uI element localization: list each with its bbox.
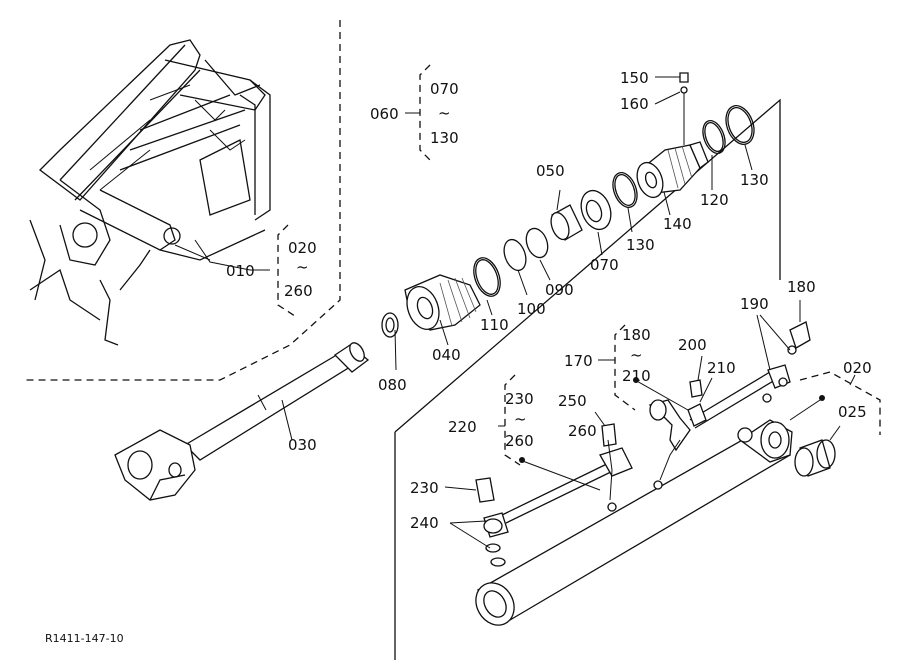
bolt-250 bbox=[601, 423, 617, 447]
label-220: 220 bbox=[448, 418, 477, 436]
label-025: 025 bbox=[838, 403, 867, 421]
dot-marker bbox=[519, 457, 525, 463]
label-260-range-end: 260 bbox=[284, 282, 313, 300]
seal-080 bbox=[381, 312, 399, 338]
label-020: 020 bbox=[843, 359, 872, 377]
label-130-right: 130 bbox=[740, 171, 769, 189]
label-170: 170 bbox=[564, 352, 593, 370]
label-100: 100 bbox=[517, 300, 546, 318]
range-mark-060: ~ bbox=[438, 104, 451, 122]
bracket-060 bbox=[419, 64, 431, 161]
label-230-range-start: 230 bbox=[505, 390, 534, 408]
ring-130 bbox=[612, 172, 638, 208]
piston-140 bbox=[636, 141, 709, 199]
label-260: 260 bbox=[568, 422, 597, 440]
set-screw-150 bbox=[679, 72, 689, 83]
label-020-range-start: 020 bbox=[288, 239, 317, 257]
dot-marker bbox=[819, 395, 825, 401]
label-120: 120 bbox=[700, 191, 729, 209]
label-260-range-end-220: 260 bbox=[505, 432, 534, 450]
label-150: 150 bbox=[620, 69, 649, 87]
range-mark-220: ~ bbox=[514, 410, 527, 428]
label-140: 140 bbox=[663, 215, 692, 233]
bushing-025 bbox=[794, 439, 836, 477]
label-050: 050 bbox=[536, 162, 565, 180]
range-mark-170: ~ bbox=[630, 346, 643, 364]
ring-120 bbox=[702, 120, 726, 154]
washer-210 bbox=[653, 480, 663, 490]
bracket-220 bbox=[504, 374, 521, 466]
label-130: 130 bbox=[626, 236, 655, 254]
fitting-180 bbox=[789, 321, 811, 349]
label-130-range-end: 130 bbox=[430, 129, 459, 147]
label-160: 160 bbox=[620, 95, 649, 113]
bushing-050 bbox=[550, 204, 583, 241]
leader-lines bbox=[194, 76, 856, 549]
piston-rod-030 bbox=[114, 342, 370, 501]
label-060: 060 bbox=[370, 105, 399, 123]
label-090: 090 bbox=[545, 281, 574, 299]
bracket-170 bbox=[614, 324, 636, 411]
drawing-reference-code: R1411-147-10 bbox=[45, 632, 124, 645]
pipe-220 bbox=[483, 447, 633, 567]
label-070: 070 bbox=[590, 256, 619, 274]
label-250: 250 bbox=[558, 392, 587, 410]
label-110: 110 bbox=[480, 316, 509, 334]
label-200: 200 bbox=[678, 336, 707, 354]
label-240: 240 bbox=[410, 514, 439, 532]
washer-190 bbox=[787, 345, 797, 355]
ring-130-right bbox=[725, 105, 755, 145]
ball-160 bbox=[680, 86, 688, 94]
label-030: 030 bbox=[288, 436, 317, 454]
bolt-200 bbox=[689, 379, 703, 398]
label-080: 080 bbox=[378, 376, 407, 394]
kit-box-top bbox=[394, 98, 781, 433]
frame-boundary-line bbox=[25, 20, 341, 381]
label-190: 190 bbox=[740, 295, 769, 313]
kit-box-right bbox=[799, 371, 881, 435]
label-070-range-start: 070 bbox=[430, 80, 459, 98]
label-180-range-start: 180 bbox=[622, 326, 651, 344]
washer-260 bbox=[607, 502, 617, 512]
label-210-range-end: 210 bbox=[622, 367, 651, 385]
head-gland-040 bbox=[404, 274, 481, 331]
pipe-170 bbox=[648, 364, 791, 452]
label-180: 180 bbox=[787, 278, 816, 296]
label-040: 040 bbox=[432, 346, 461, 364]
dot-marker bbox=[633, 377, 639, 383]
cylinder-tube-020 bbox=[475, 419, 793, 626]
o-ring-110 bbox=[473, 257, 501, 297]
bracket-020 bbox=[277, 224, 299, 319]
loader-frame-illustration bbox=[29, 39, 271, 346]
label-210: 210 bbox=[707, 359, 736, 377]
wear-ring-070 bbox=[580, 189, 612, 231]
ring-100 bbox=[503, 238, 527, 272]
bolt-230 bbox=[475, 477, 495, 503]
label-010: 010 bbox=[226, 262, 255, 280]
ring-090 bbox=[525, 227, 549, 259]
range-mark-020: ~ bbox=[296, 258, 309, 276]
label-230: 230 bbox=[410, 479, 439, 497]
